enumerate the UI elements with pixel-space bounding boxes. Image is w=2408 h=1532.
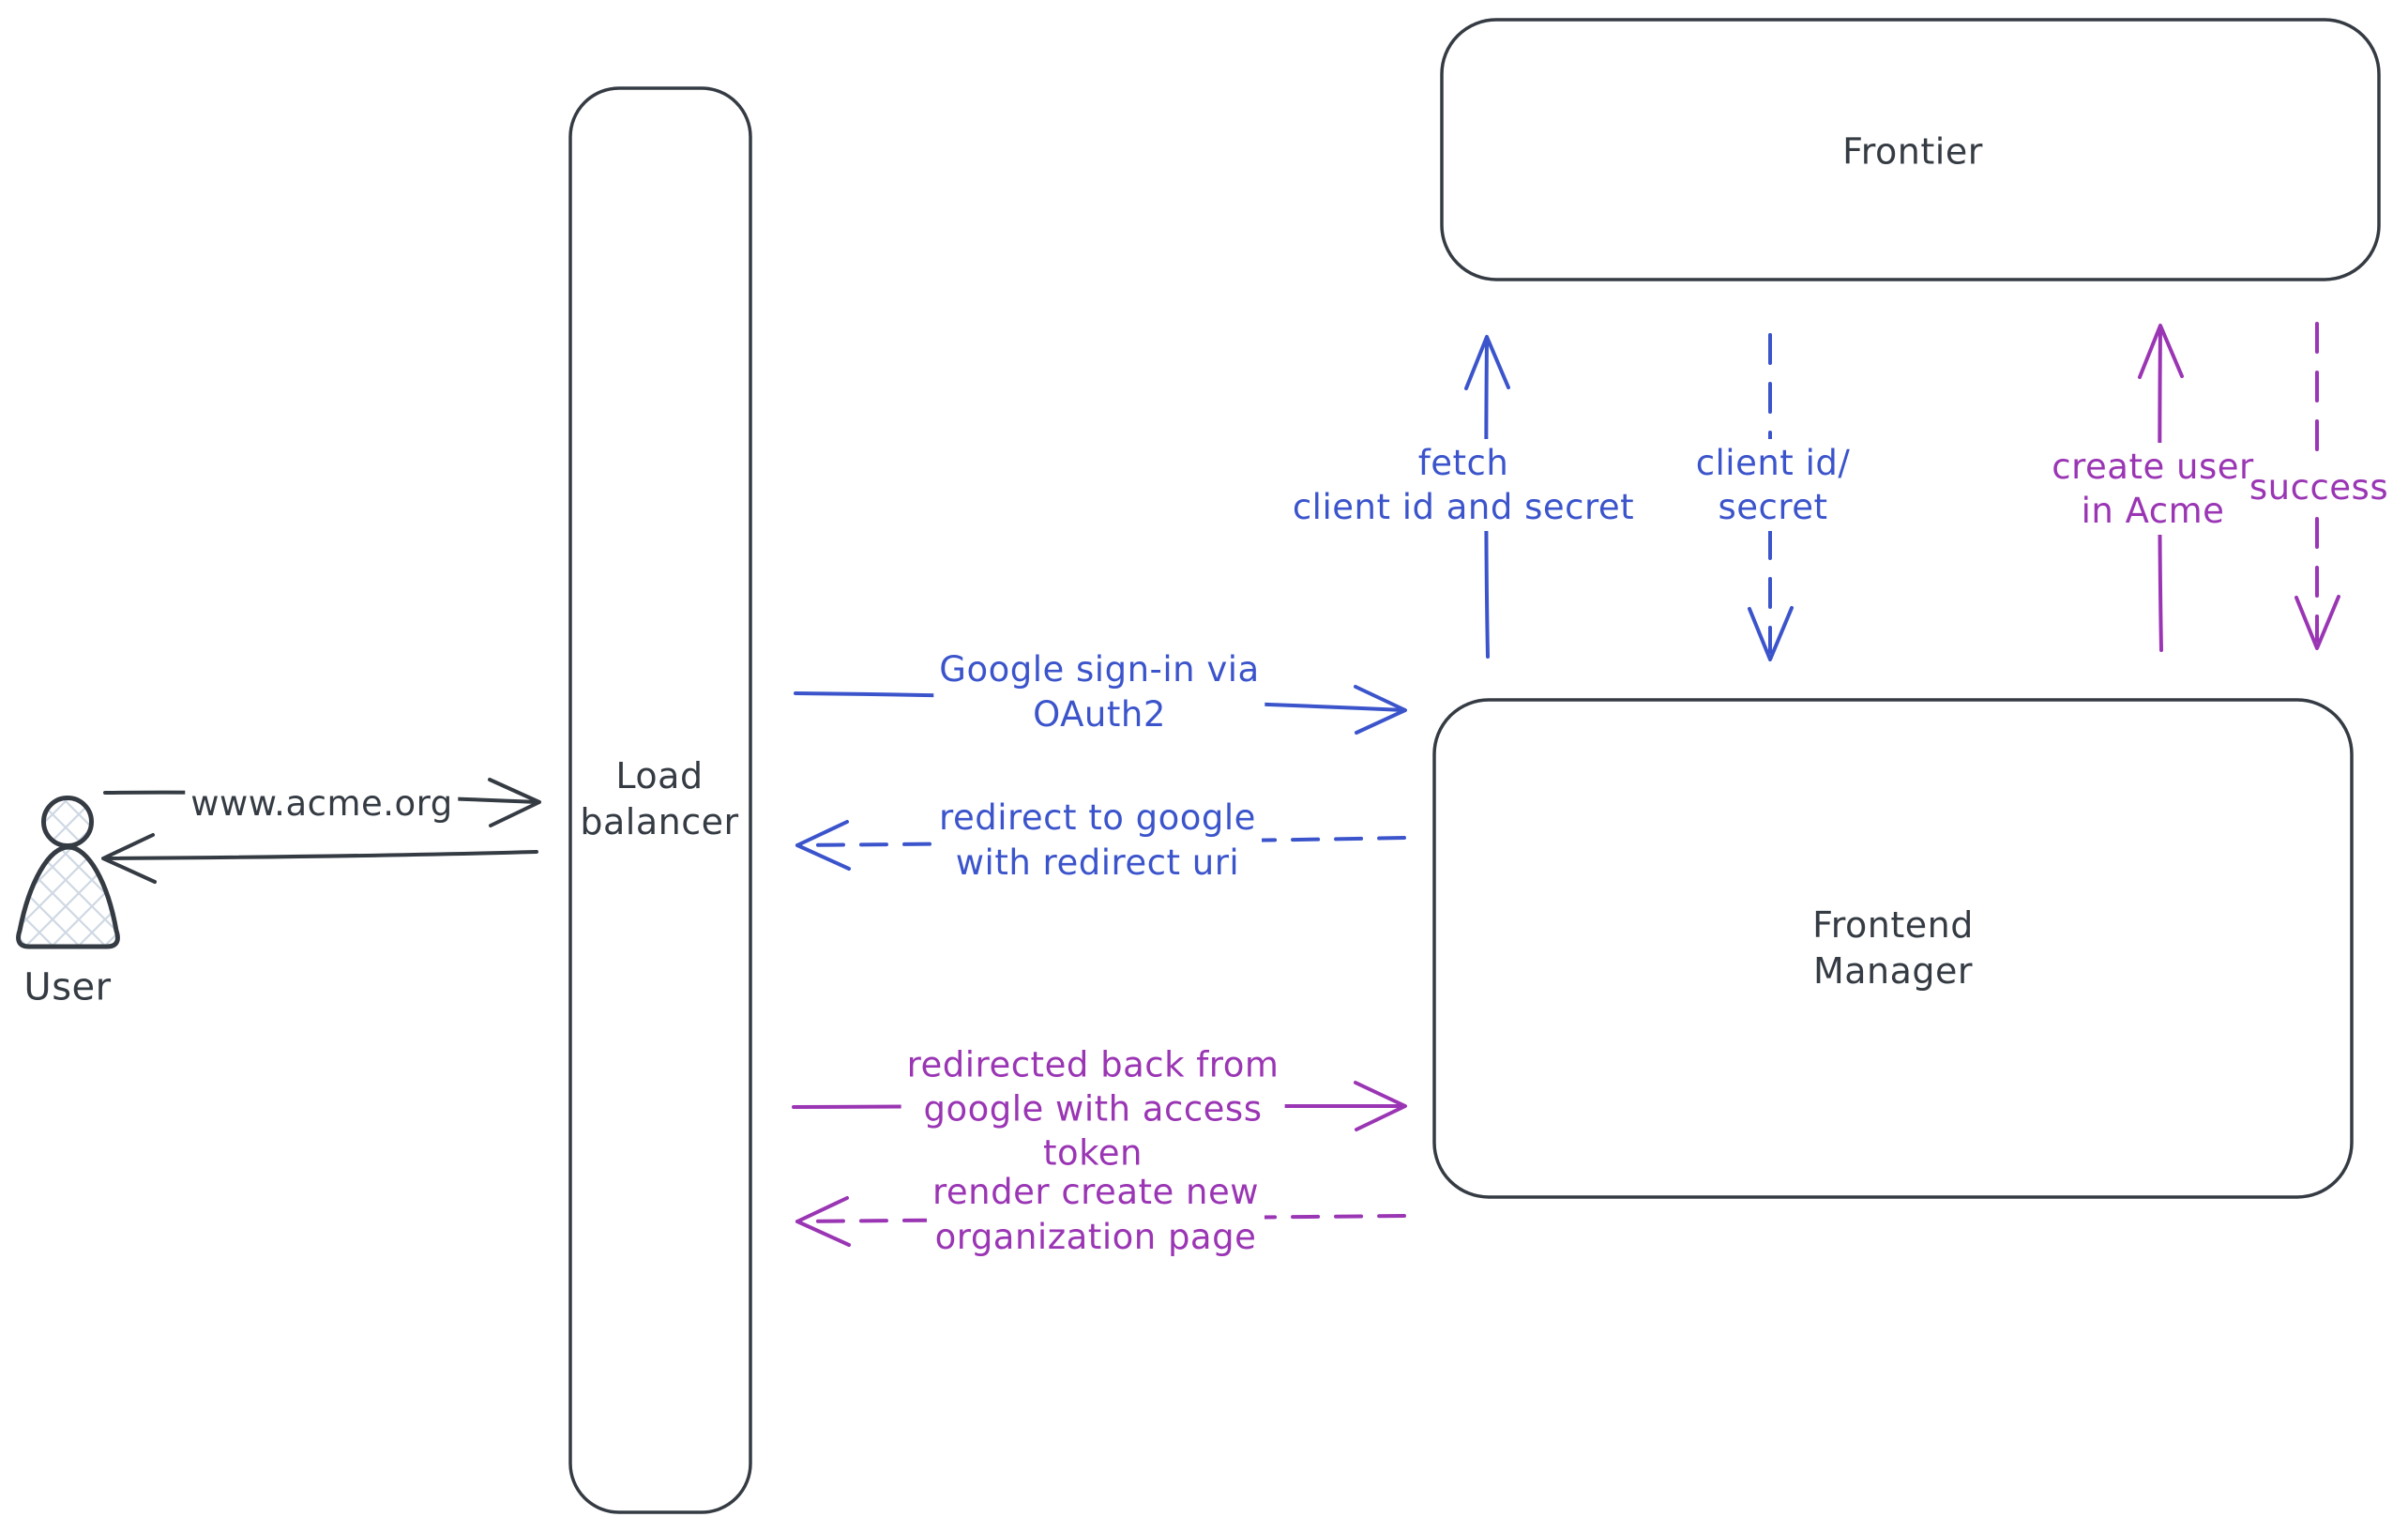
google-signin-label: Google sign-in via OAuth2 <box>933 645 1265 739</box>
redirected-back-label: redirected back from google with access … <box>901 1040 1285 1177</box>
redirect-google-label: redirect to google with redirect uri <box>933 794 1262 887</box>
frontend-manager-node <box>1432 698 2354 1199</box>
load-balancer-label: Load balancer <box>580 755 739 842</box>
www-label: www.acme.org <box>185 780 459 828</box>
load-balancer-node <box>568 86 752 1514</box>
user-label: User <box>23 965 112 1009</box>
render-org-page-arrow <box>795 1196 1406 1247</box>
fetch-client-label: fetch client id and secret <box>1286 439 1641 531</box>
client-id-secret-label: client id/ secret <box>1689 439 1856 531</box>
render-org-page-label: render create new organization page <box>926 1168 1265 1262</box>
success-label: success <box>2245 463 2393 512</box>
frontend-manager-label: Frontend Manager <box>1812 904 1974 992</box>
redirect-google-arrow <box>795 820 1406 871</box>
create-user-label: create user in Acme <box>2046 443 2260 535</box>
www-response-arrow <box>101 833 538 884</box>
person-icon <box>16 796 120 949</box>
frontier-label: Frontier <box>1842 130 1983 173</box>
frontier-node <box>1440 18 2381 281</box>
